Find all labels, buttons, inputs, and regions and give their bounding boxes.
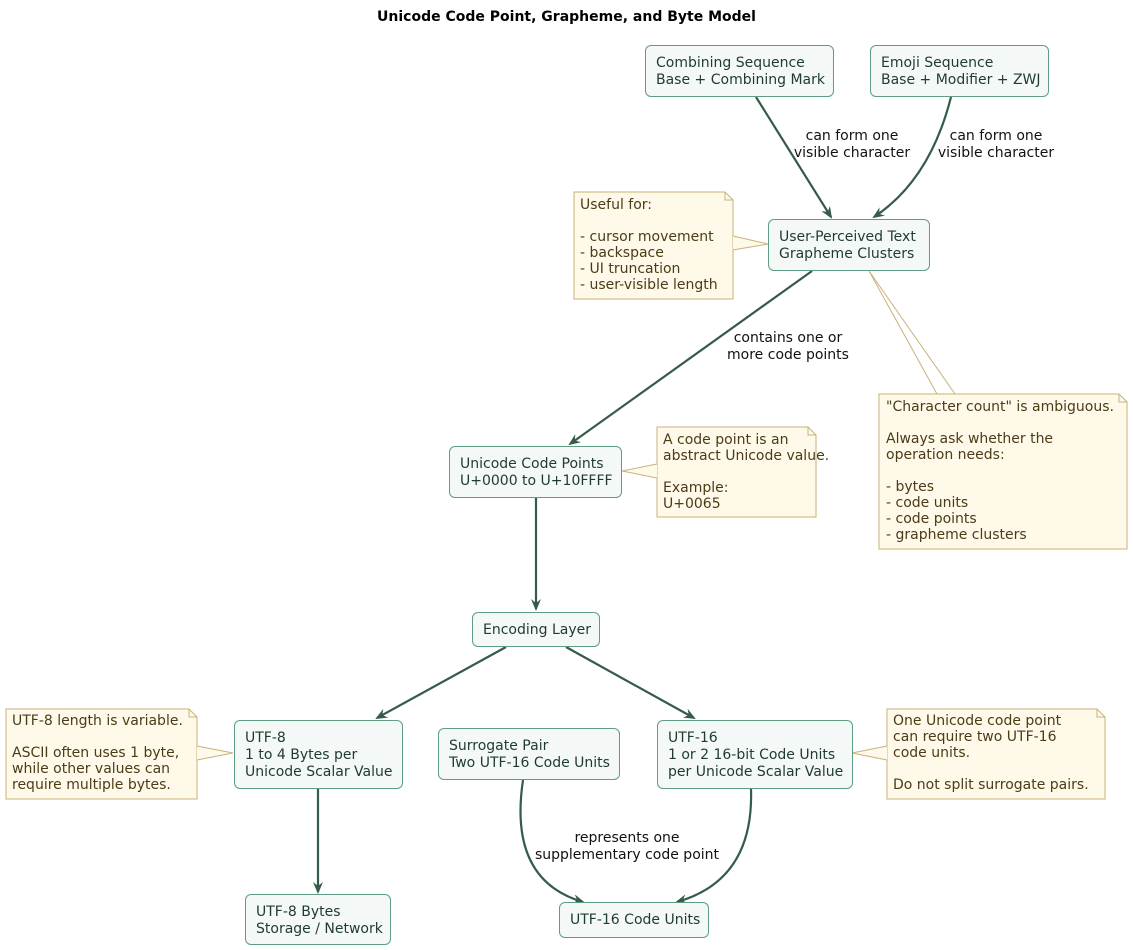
note-surrogate-line-5: Do not split surrogate pairs. bbox=[893, 777, 1089, 793]
node-emoji-line-2: Base + Modifier + ZWJ bbox=[881, 72, 1041, 88]
edge-surrogate-units bbox=[519, 779, 585, 904]
note-utf8len-line-1: UTF-8 length is variable. bbox=[12, 713, 183, 729]
node-utf8-bytes: UTF-8 Bytes Storage / Network bbox=[245, 894, 391, 945]
note-utf8-length: UTF-8 length is variable. ASCII often us… bbox=[12, 713, 183, 793]
note-useful-line-2 bbox=[580, 213, 718, 229]
node-utf8-line-1: UTF-8 bbox=[245, 730, 286, 746]
note-character-count: "Character count" is ambiguous. Always a… bbox=[886, 399, 1114, 543]
node-grapheme-clusters: User-Perceived Text Grapheme Clusters bbox=[768, 219, 930, 271]
note-codepoint-line-4: Example: bbox=[663, 480, 729, 496]
edge-label-emoji-line-1: can form one bbox=[949, 128, 1043, 144]
note-code-point: A code point is an abstract Unicode valu… bbox=[663, 432, 829, 512]
note-count-line-3: Always ask whether the bbox=[886, 431, 1054, 447]
note-codepoint-shape bbox=[621, 426, 817, 518]
node-grapheme-line-2: Grapheme Clusters bbox=[779, 246, 915, 262]
node-unicode-code-points: Unicode Code Points U+0000 to U+10FFFF bbox=[449, 446, 622, 498]
edge-label-combining-line-1: can form one bbox=[805, 128, 899, 144]
node-utf16-line-2: 1 or 2 16-bit Code Units bbox=[668, 747, 836, 763]
node-utf8-line-2: 1 to 4 Bytes per bbox=[245, 747, 358, 763]
edge-label-emoji-line-2: visible character bbox=[937, 145, 1055, 161]
note-count-line-6: - bytes bbox=[886, 479, 935, 495]
note-surrogate-line-3: code units. bbox=[893, 745, 971, 761]
node-codepoints-line-2: U+0000 to U+10FFFF bbox=[460, 473, 613, 489]
node-encoding-layer: Encoding Layer bbox=[472, 612, 600, 647]
edge-label-represents: represents one supplementary code point bbox=[531, 830, 723, 864]
note-useful-line-5: - UI truncation bbox=[580, 261, 681, 277]
edge-combining-grapheme bbox=[755, 96, 833, 219]
node-combining-line-1: Combining Sequence bbox=[656, 55, 805, 71]
edge-label-represents-line-2: supplementary code point bbox=[534, 847, 720, 863]
edge-label-combining-line-2: visible character bbox=[793, 145, 911, 161]
node-combining-sequence: Combining Sequence Base + Combining Mark bbox=[645, 45, 834, 97]
note-count-line-8: - code points bbox=[886, 511, 977, 527]
note-count-line-5 bbox=[886, 463, 1114, 479]
note-utf8len-line-4: while other values can bbox=[12, 761, 171, 777]
note-utf8len-line-2 bbox=[12, 729, 183, 745]
edge-emoji-grapheme bbox=[872, 96, 953, 219]
edge-label-contains-line-1: contains one or bbox=[733, 330, 843, 346]
note-surrogate-line-1: One Unicode code point bbox=[893, 713, 1062, 729]
note-codepoint-line-3 bbox=[663, 464, 829, 480]
edge-label-combining: can form one visible character bbox=[792, 128, 912, 162]
note-useful-shape bbox=[573, 191, 769, 300]
node-encoding-line-1: Encoding Layer bbox=[483, 622, 592, 638]
note-utf8len-shape bbox=[5, 708, 234, 800]
node-emoji-line-1: Emoji Sequence bbox=[881, 55, 994, 71]
note-surrogate-shape bbox=[851, 708, 1106, 800]
note-count-line-1: "Character count" is ambiguous. bbox=[886, 399, 1114, 415]
note-surrogate-line-4 bbox=[893, 761, 1089, 777]
note-useful-line-1: Useful for: bbox=[580, 197, 653, 213]
edge-utf16-units bbox=[675, 788, 753, 905]
node-utf8bytes-line-2: Storage / Network bbox=[256, 921, 383, 937]
node-utf8bytes-line-1: UTF-8 Bytes bbox=[256, 904, 341, 920]
node-utf16-line-3: per Unicode Scalar Value bbox=[668, 764, 844, 780]
note-utf8len-line-5: require multiple bytes. bbox=[12, 777, 171, 793]
node-codepoints-line-1: Unicode Code Points bbox=[460, 456, 604, 472]
edge-label-emoji: can form one visible character bbox=[935, 128, 1057, 162]
node-surrogate-line-1: Surrogate Pair bbox=[449, 738, 549, 754]
note-surrogate-line-2: can require two UTF-16 bbox=[893, 729, 1057, 745]
note-useful-line-3: - cursor movement bbox=[580, 229, 714, 245]
edge-encoding-utf16 bbox=[565, 646, 696, 719]
note-useful-line-6: - user-visible length bbox=[580, 277, 718, 293]
edge-label-represents-line-1: represents one bbox=[574, 830, 680, 846]
node-utf16: UTF-16 1 or 2 16-bit Code Units per Unic… bbox=[657, 720, 853, 789]
note-count-shape bbox=[868, 270, 1128, 550]
node-utf16-code-units: UTF-16 Code Units bbox=[559, 902, 709, 938]
edge-label-contains-line-2: more code points bbox=[727, 347, 849, 363]
node-utf8-line-3: Unicode Scalar Value bbox=[245, 764, 393, 780]
note-codepoint-line-5: U+0065 bbox=[663, 496, 721, 512]
node-emoji-sequence: Emoji Sequence Base + Modifier + ZWJ bbox=[870, 45, 1049, 97]
note-codepoint-line-1: A code point is an bbox=[663, 432, 789, 448]
node-utf8: UTF-8 1 to 4 Bytes per Unicode Scalar Va… bbox=[234, 720, 403, 789]
note-count-line-7: - code units bbox=[886, 495, 969, 511]
edge-label-contains: contains one or more code points bbox=[724, 330, 852, 364]
edge-encoding-utf8 bbox=[375, 646, 507, 719]
node-surrogate-pair: Surrogate Pair Two UTF-16 Code Units bbox=[438, 728, 620, 780]
node-combining-line-2: Base + Combining Mark bbox=[656, 72, 825, 88]
note-codepoint-line-2: abstract Unicode value. bbox=[663, 448, 830, 464]
note-utf8len-line-3: ASCII often uses 1 byte, bbox=[12, 745, 180, 761]
note-count-line-4: operation needs: bbox=[886, 447, 1005, 463]
diagram-title: Unicode Code Point, Grapheme, and Byte M… bbox=[377, 9, 756, 25]
node-utf16units-line-1: UTF-16 Code Units bbox=[570, 912, 701, 928]
node-grapheme-line-1: User-Perceived Text bbox=[779, 229, 916, 245]
edge-grapheme-codepoints bbox=[568, 270, 813, 446]
note-count-line-2 bbox=[886, 415, 1114, 431]
note-surrogate-pairs: One Unicode code point can require two U… bbox=[893, 713, 1089, 793]
node-utf16-line-1: UTF-16 bbox=[668, 730, 718, 746]
node-surrogate-line-2: Two UTF-16 Code Units bbox=[449, 755, 610, 771]
note-useful-for: Useful for: - cursor movement - backspac… bbox=[580, 197, 718, 293]
note-useful-line-4: - backspace bbox=[580, 245, 664, 261]
note-count-line-9: - grapheme clusters bbox=[886, 527, 1027, 543]
